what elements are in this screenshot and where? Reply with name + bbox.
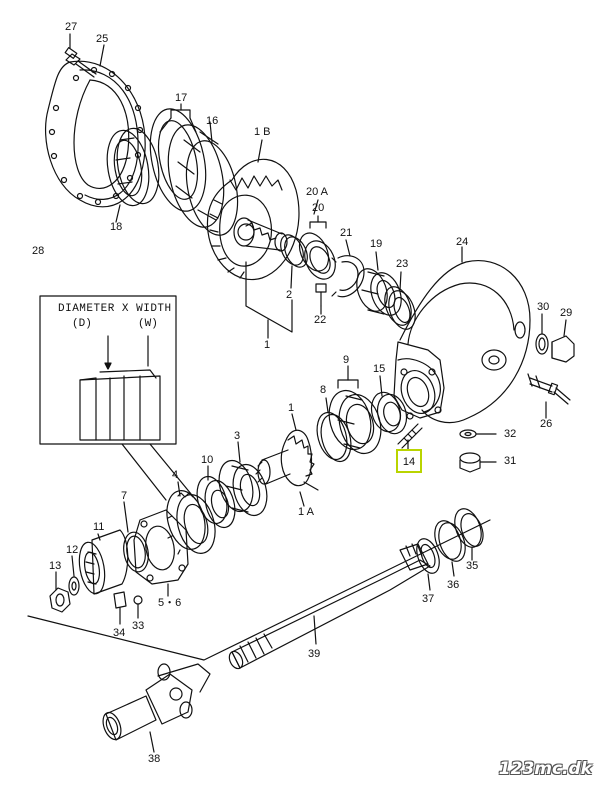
callout-1b: 1 B <box>254 126 271 138</box>
callout-13: 13 <box>49 560 62 572</box>
bearing-18 <box>106 127 160 207</box>
race-23 <box>384 286 416 330</box>
seal-37 <box>416 538 440 574</box>
snap-ring-21 <box>331 255 365 298</box>
ring-35 <box>454 508 484 548</box>
callout-16: 16 <box>206 115 219 127</box>
callout-4: 4 <box>172 469 179 481</box>
callout-11: 11 <box>93 521 105 533</box>
callout-10: 10 <box>201 454 214 466</box>
bolt-22 <box>315 283 327 307</box>
seal-15 <box>370 391 408 435</box>
callout-12: 12 <box>66 544 79 556</box>
plug-29 <box>551 335 575 363</box>
nut-31 <box>459 452 481 473</box>
callout-15: 15 <box>373 363 386 375</box>
bearing-9 <box>328 389 382 455</box>
bearing-19 <box>356 268 402 316</box>
housing-24 <box>393 260 531 424</box>
shim-2 <box>280 234 308 268</box>
callout-1-top: 1 <box>264 339 271 351</box>
callout-17: 17 <box>175 92 188 104</box>
callout-5-6: 5・6 <box>158 597 182 609</box>
callout-7: 7 <box>121 490 128 502</box>
shim-8 <box>316 411 352 463</box>
inset-title: DIAMETER X WIDTH <box>58 303 172 315</box>
callout-24: 24 <box>456 236 469 248</box>
stud-14 <box>397 423 423 449</box>
callout-38: 38 <box>148 753 161 765</box>
inset-diagram <box>39 295 177 445</box>
callout-20: 20 <box>312 202 325 214</box>
callout-3: 3 <box>234 430 241 442</box>
washer-32 <box>459 429 477 439</box>
stud-26 <box>527 373 571 405</box>
callout-29: 29 <box>560 307 573 319</box>
callout-26: 26 <box>540 418 553 430</box>
callout-22: 22 <box>314 314 327 326</box>
callout-20a: 20 A <box>306 186 329 198</box>
callout-1a: 1 A <box>298 506 314 518</box>
callout-34: 34 <box>113 627 126 639</box>
ring-gear-1b <box>206 158 300 281</box>
bearing-case-4 <box>166 490 216 555</box>
callout-23: 23 <box>396 258 409 270</box>
callout-2: 2 <box>286 289 293 301</box>
callout-19: 19 <box>370 238 383 250</box>
callout-21: 21 <box>340 227 353 239</box>
inset-w-label: (W) <box>138 318 158 330</box>
drive-pinion-1a <box>255 429 319 491</box>
callout-30: 30 <box>537 301 550 313</box>
shim-20 <box>298 232 336 280</box>
callout-18: 18 <box>110 221 123 233</box>
callout-35: 35 <box>466 560 479 572</box>
washer-12 <box>68 576 80 596</box>
inset-d-label: (D) <box>72 318 92 330</box>
callout-8: 8 <box>320 384 327 396</box>
callout-14-label: 14 <box>402 456 416 468</box>
callout-9: 9 <box>343 354 350 366</box>
pinion-shaft-top <box>233 217 288 252</box>
bearing-race-16 <box>149 108 239 236</box>
callout-36: 36 <box>447 579 460 591</box>
callout-33: 33 <box>132 620 145 632</box>
drive-shaft-39 <box>228 543 431 670</box>
watermark: 123mc.dk <box>498 759 592 779</box>
coupling-11 <box>78 529 129 595</box>
callout-28: 28 <box>32 245 45 257</box>
callout-1-mid: 1 <box>288 402 295 414</box>
cover-flange-25 <box>44 60 146 208</box>
washer-30 <box>535 333 549 355</box>
highlighted-callout-14[interactable]: 14 <box>396 449 422 473</box>
cover-plate-5-6 <box>133 509 189 585</box>
callout-39: 39 <box>308 648 321 660</box>
callout-25: 25 <box>96 33 109 45</box>
nut-13 <box>49 587 71 613</box>
callout-27: 27 <box>65 21 78 33</box>
callout-31: 31 <box>504 455 517 467</box>
ring-36 <box>434 520 466 562</box>
bolt-34 <box>113 591 127 609</box>
callout-37: 37 <box>422 593 435 605</box>
washer-33 <box>133 595 143 605</box>
universal-joint-38 <box>102 663 211 741</box>
callout-32: 32 <box>504 428 517 440</box>
